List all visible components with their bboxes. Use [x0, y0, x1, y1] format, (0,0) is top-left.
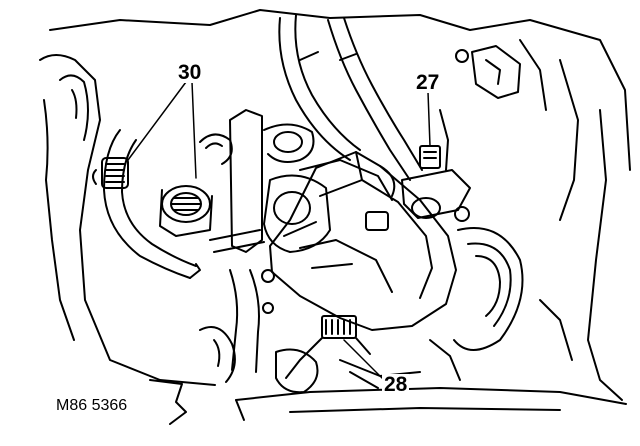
left-hose	[103, 129, 201, 279]
bracket	[455, 45, 521, 99]
pulley	[453, 227, 524, 351]
coolant-hose	[278, 14, 423, 181]
connector-center	[159, 133, 233, 237]
callout-30: 30	[176, 61, 204, 84]
figure-reference: M86 5366	[56, 397, 128, 414]
connector-bottom	[285, 315, 371, 379]
leader-30-left	[127, 81, 187, 161]
sensor-27	[401, 109, 471, 222]
leader-30-center	[191, 81, 197, 179]
engine-block	[209, 109, 393, 373]
callout-28: 28	[382, 373, 410, 396]
leader-27	[427, 91, 431, 147]
engine-bay-outline	[39, 9, 631, 401]
callout-leaders	[127, 81, 431, 381]
callout-27: 27	[414, 71, 442, 94]
lower-frame	[149, 379, 627, 425]
leader-28	[343, 339, 385, 381]
throttle-housing	[269, 151, 457, 331]
connector-left	[92, 157, 129, 189]
